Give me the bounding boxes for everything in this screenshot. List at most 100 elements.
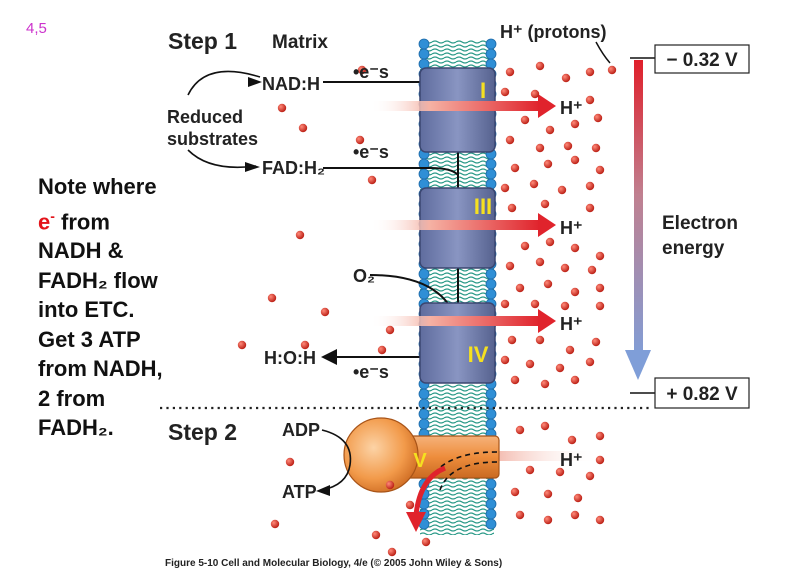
proton-dot — [585, 67, 595, 77]
proton-arrow-return — [495, 451, 600, 461]
proton-dot — [520, 241, 530, 251]
voltage-top: − 0.32 V — [666, 50, 738, 71]
lipid-head — [485, 158, 497, 170]
note-electron-sup: - — [50, 207, 55, 224]
lipid-head — [418, 38, 430, 50]
lipid-head — [485, 48, 497, 60]
proton-dot — [595, 165, 605, 175]
proton-dot — [595, 301, 605, 311]
proton-dot — [385, 480, 395, 490]
lipid-head — [418, 288, 430, 300]
proton-dot — [585, 95, 595, 105]
note-line-2: e- from — [38, 202, 198, 237]
proton-dot — [535, 335, 545, 345]
proton-dot — [545, 237, 555, 247]
note-line-2-rest: from — [54, 208, 110, 234]
hplus-label-IV: H⁺ — [560, 314, 583, 334]
proton-dot — [570, 510, 580, 520]
note-electron-symbol: e — [38, 208, 51, 234]
proton-dot — [371, 530, 381, 540]
proton-dot — [357, 65, 367, 75]
proton-dot — [560, 263, 570, 273]
fadh2-label: FAD:H₂ — [262, 158, 325, 178]
proton-dot — [535, 257, 545, 267]
proton-dot — [500, 183, 510, 193]
figure-caption: Figure 5-10 Cell and Molecular Biology, … — [165, 558, 502, 569]
proton-dot — [515, 283, 525, 293]
proton-dot — [295, 230, 305, 240]
proton-arrow-III — [370, 213, 556, 237]
proton-dot — [529, 179, 539, 189]
lipid-head — [485, 38, 497, 50]
proton-dot — [421, 537, 431, 547]
lipid-head — [418, 48, 430, 60]
proton-dot — [320, 307, 330, 317]
proton-dot — [543, 159, 553, 169]
complex-V-label: V — [413, 450, 427, 472]
proton-dot — [543, 489, 553, 499]
lipid-head — [485, 478, 497, 490]
proton-dot — [593, 113, 603, 123]
energy-label-line2: energy — [662, 238, 725, 259]
proton-dot — [377, 345, 387, 355]
nadh-label: NAD:H — [262, 74, 320, 94]
proton-dot — [585, 357, 595, 367]
lipid-head — [485, 498, 497, 510]
proton-dot — [573, 493, 583, 503]
lipid-head — [418, 168, 430, 180]
note-line-4: FADH₂ flow — [38, 267, 158, 293]
lipid-head — [418, 408, 430, 420]
proton-dot — [595, 455, 605, 465]
proton-dot — [507, 335, 517, 345]
proton-dot — [585, 471, 595, 481]
hplus-label-III: H⁺ — [560, 218, 583, 238]
proton-dot — [300, 340, 310, 350]
adp-label: ADP — [282, 420, 320, 440]
proton-dot — [570, 287, 580, 297]
hplus-label-I: H⁺ — [560, 98, 583, 118]
lipid-head — [418, 388, 430, 400]
proton-dot — [595, 431, 605, 441]
proton-dot — [367, 175, 377, 185]
lipid-head — [485, 418, 497, 430]
electron-energy-scale: − 0.32 V + 0.82 V Electron energy — [625, 44, 750, 409]
proton-dot — [515, 425, 525, 435]
proton-dot — [285, 457, 295, 467]
proton-dot — [500, 355, 510, 365]
o2-label: O₂ — [353, 266, 375, 286]
proton-dot — [515, 510, 525, 520]
complex-I-label: I — [480, 78, 486, 103]
complex-IV: IV — [419, 302, 496, 384]
lipid-head — [485, 288, 497, 300]
voltage-bottom: + 0.82 V — [666, 384, 738, 405]
lipid-head — [485, 518, 497, 530]
proton-dot — [277, 103, 287, 113]
proton-dot — [535, 143, 545, 153]
matrix-label: Matrix — [272, 32, 328, 53]
lipid-head — [485, 508, 497, 520]
proton-dot — [540, 421, 550, 431]
protons-label: H⁺ (protons) — [500, 22, 606, 42]
proton-dot — [585, 181, 595, 191]
proton-dot — [585, 203, 595, 213]
reduced-substrates-line2: substrates — [167, 129, 258, 149]
lipid-head — [485, 168, 497, 180]
proton-dot — [510, 487, 520, 497]
lipid-head — [485, 488, 497, 500]
proton-dot — [530, 89, 540, 99]
proton-dot — [607, 65, 617, 75]
note-line-9: FADH₂. — [38, 415, 114, 441]
lipid-head — [418, 418, 430, 430]
proton-dot — [595, 251, 605, 261]
proton-dots — [237, 61, 617, 557]
note-line-1: Note where — [38, 174, 157, 199]
proton-dot — [591, 337, 601, 347]
diagram-labels: Step 1 Matrix H⁺ (protons) NAD:H Reduced… — [165, 22, 611, 569]
complex-IV-label: IV — [468, 342, 489, 367]
proton-dot — [543, 279, 553, 289]
proton-dot — [543, 515, 553, 525]
proton-dot — [298, 123, 308, 133]
proton-dot — [355, 135, 365, 145]
energy-label-line1: Electron — [662, 213, 738, 234]
note-line-8: 2 from — [38, 385, 106, 411]
